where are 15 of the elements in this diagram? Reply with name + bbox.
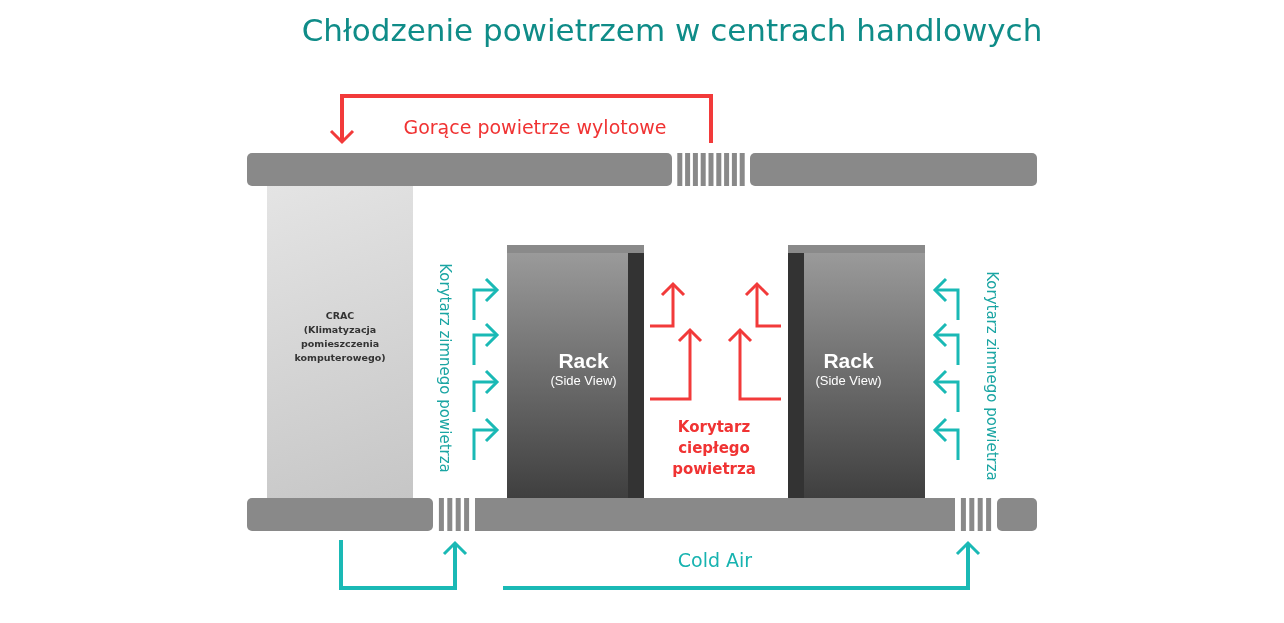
rack-name: Rack <box>823 349 874 373</box>
unit-name: CRAC <box>325 309 355 323</box>
crac-unit <box>267 186 413 498</box>
rack-view-note: (Side View) <box>815 373 882 389</box>
rack-view-note: (Side View) <box>550 373 617 389</box>
corridor-label: Korytarz ciepłego powietrza <box>671 416 757 480</box>
server-rack <box>507 245 644 498</box>
airflow-label: Cold Air <box>677 547 753 573</box>
server-rack <box>788 245 925 498</box>
corridor-label: Korytarz zimnego powietrza <box>981 271 1002 481</box>
unit-description: (Klimatyzacja pomieszczenia komputerowego) <box>293 323 387 365</box>
airflow-label: Gorące powietrze wylotowe <box>403 114 667 140</box>
diagram-title: Chłodzenie powietrzem w centrach handlowych <box>300 12 1044 48</box>
rack-name: Rack <box>558 349 609 373</box>
corridor-label: Korytarz zimnego powietrza <box>434 263 455 473</box>
